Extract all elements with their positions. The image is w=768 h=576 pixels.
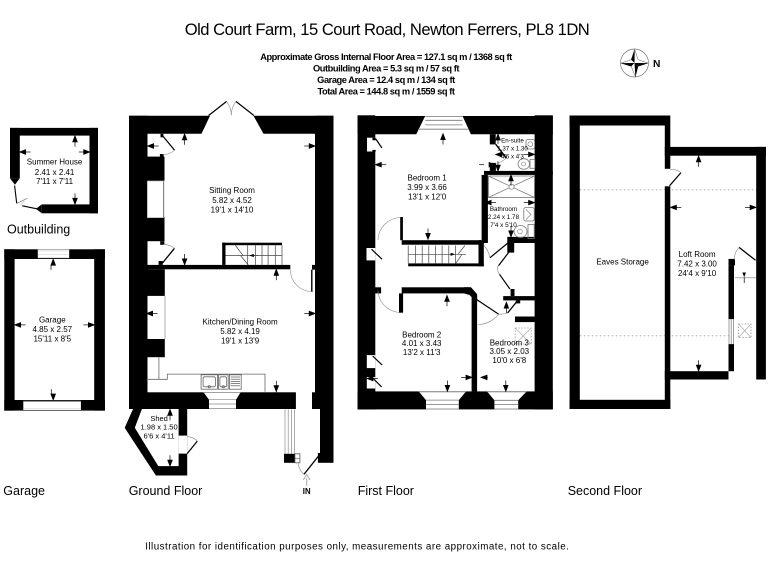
svg-text:N: N (653, 59, 660, 70)
svg-text:3.05 x 2.03: 3.05 x 2.03 (490, 347, 530, 356)
svg-text:IN: IN (303, 487, 311, 496)
svg-text:Garage Area = 12.4 sq m / 134: Garage Area = 12.4 sq m / 134 sq ft (317, 75, 455, 85)
svg-text:4'6 x 4'3: 4'6 x 4'3 (501, 153, 524, 160)
svg-text:2.41 x 2.41: 2.41 x 2.41 (35, 168, 75, 177)
svg-text:1.98 x 1.50: 1.98 x 1.50 (141, 423, 178, 432)
svg-text:19'1 x 13'9: 19'1 x 13'9 (221, 337, 260, 346)
svg-text:7'4 x 5'10: 7'4 x 5'10 (490, 222, 517, 229)
svg-text:Bedroom 3: Bedroom 3 (490, 338, 530, 347)
svg-text:En-suite: En-suite (501, 137, 524, 144)
svg-text:Total Area = 144.8 sq m / 155: Total Area = 144.8 sq m / 1559 sq ft (317, 87, 454, 97)
svg-text:Approximate Gross Internal Flo: Approximate Gross Internal Floor Area = … (260, 52, 512, 62)
svg-text:Bedroom 1: Bedroom 1 (408, 174, 448, 183)
svg-text:Outbuilding: Outbuilding (7, 223, 70, 237)
svg-text:13'1 x 12'0: 13'1 x 12'0 (408, 192, 447, 201)
svg-text:15'11 x 8'5: 15'11 x 8'5 (33, 335, 71, 344)
svg-text:6'6 x 4'11: 6'6 x 4'11 (144, 431, 175, 440)
svg-text:Sitting Room: Sitting Room (209, 186, 255, 195)
svg-text:Old Court Farm, 15 Court Road,: Old Court Farm, 15 Court Road, Newton Fe… (185, 20, 590, 39)
svg-text:Bedroom 2: Bedroom 2 (402, 330, 442, 339)
svg-text:3.99 x 3.66: 3.99 x 3.66 (407, 183, 447, 192)
svg-text:7.42 x 3.00: 7.42 x 3.00 (677, 260, 717, 269)
svg-text:4.85 x 2.57: 4.85 x 2.57 (33, 325, 73, 334)
svg-text:Outbuilding Area = 5.3 sq m /: Outbuilding Area = 5.3 sq m / 57 sq ft (313, 64, 459, 74)
svg-text:Shed: Shed (150, 414, 168, 423)
svg-text:7'11 x 7'11: 7'11 x 7'11 (36, 177, 74, 186)
svg-text:5.82 x 4.19: 5.82 x 4.19 (220, 327, 260, 336)
svg-text:1.37 x 1.30: 1.37 x 1.30 (497, 145, 528, 152)
svg-text:19'1 x 14'10: 19'1 x 14'10 (211, 205, 254, 214)
svg-text:4.01 x 3.43: 4.01 x 3.43 (402, 339, 442, 348)
svg-text:13'2 x 11'3: 13'2 x 11'3 (403, 348, 441, 357)
svg-text:10'0 x 6'8: 10'0 x 6'8 (492, 356, 526, 365)
svg-text:Kitchen/Dining Room: Kitchen/Dining Room (203, 318, 278, 327)
svg-text:24'4 x 9'10: 24'4 x 9'10 (678, 269, 717, 278)
svg-text:First Floor: First Floor (358, 484, 414, 498)
svg-text:Loft Room: Loft Room (679, 250, 716, 259)
svg-text:Eaves Storage: Eaves Storage (596, 258, 649, 267)
svg-text:Second Floor: Second Floor (568, 484, 642, 498)
svg-text:Garage: Garage (39, 316, 66, 325)
svg-text:Ground Floor: Ground Floor (129, 484, 203, 498)
svg-text:2.24 x 1.78: 2.24 x 1.78 (488, 214, 520, 221)
svg-text:Bathroom: Bathroom (490, 206, 517, 213)
svg-text:Garage: Garage (3, 484, 45, 498)
svg-text:Illustration for identificatio: Illustration for identification purposes… (145, 541, 569, 552)
svg-text:5.82 x 4.52: 5.82 x 4.52 (212, 196, 252, 205)
svg-text:Summer House: Summer House (27, 158, 83, 167)
